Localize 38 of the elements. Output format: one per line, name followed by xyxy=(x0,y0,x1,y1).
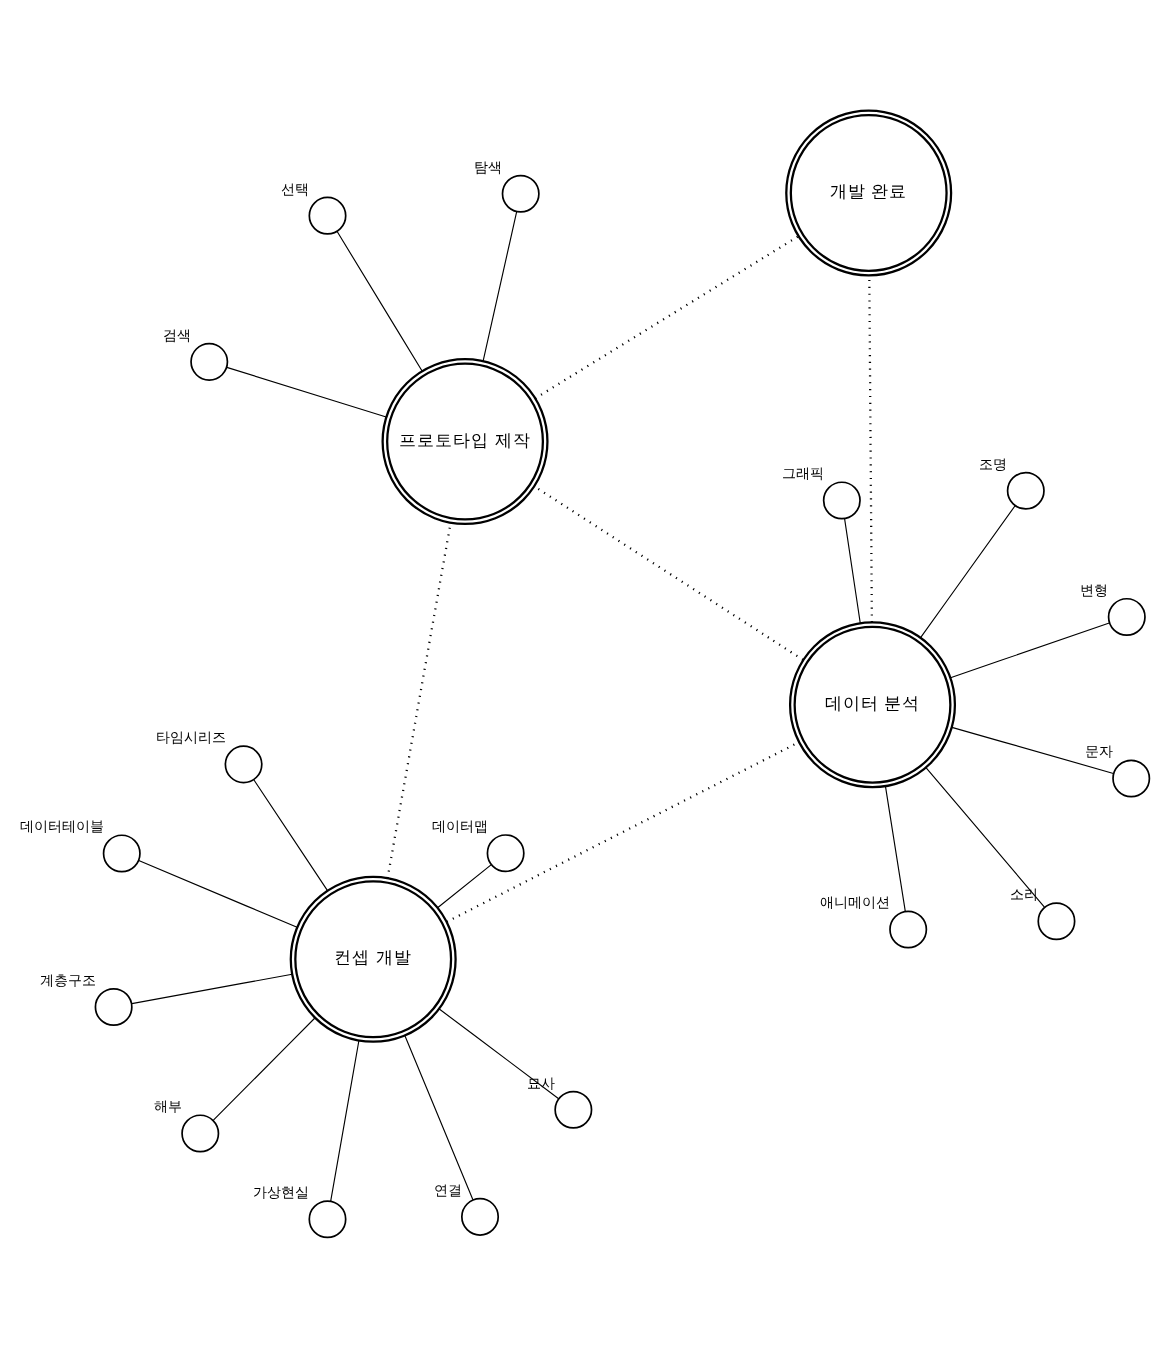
connector xyxy=(920,504,1016,638)
connector xyxy=(212,1016,316,1120)
node-circle xyxy=(102,833,141,872)
connector xyxy=(138,859,298,927)
connector xyxy=(336,229,423,371)
connector xyxy=(437,863,492,908)
connector xyxy=(884,784,906,912)
connector xyxy=(438,1007,560,1099)
node-circle xyxy=(308,195,347,234)
node-circle xyxy=(1107,596,1146,635)
connector xyxy=(482,210,518,361)
connector xyxy=(533,484,804,660)
node-circle xyxy=(486,833,525,872)
connector xyxy=(951,725,1114,773)
connector xyxy=(925,766,1045,907)
connector xyxy=(253,777,329,891)
node-circle xyxy=(554,1089,593,1128)
node-circle xyxy=(224,744,263,783)
connector xyxy=(131,972,293,1004)
connector xyxy=(949,621,1110,678)
connector xyxy=(534,234,800,399)
node-circle xyxy=(1006,470,1045,509)
node-circle xyxy=(94,986,133,1025)
connector xyxy=(868,274,874,622)
connector xyxy=(226,365,387,417)
node-circle xyxy=(190,341,229,380)
node-circle xyxy=(889,909,928,948)
node-circle xyxy=(308,1199,347,1238)
node-circle xyxy=(1037,901,1076,940)
connector xyxy=(844,517,861,623)
node-circle xyxy=(181,1113,220,1152)
node-circle xyxy=(1112,758,1151,797)
connector xyxy=(446,740,800,922)
node-circle xyxy=(501,173,540,212)
node-circle xyxy=(461,1196,500,1235)
connector xyxy=(330,1038,360,1201)
node-circle xyxy=(822,480,861,519)
connector xyxy=(404,1034,474,1200)
